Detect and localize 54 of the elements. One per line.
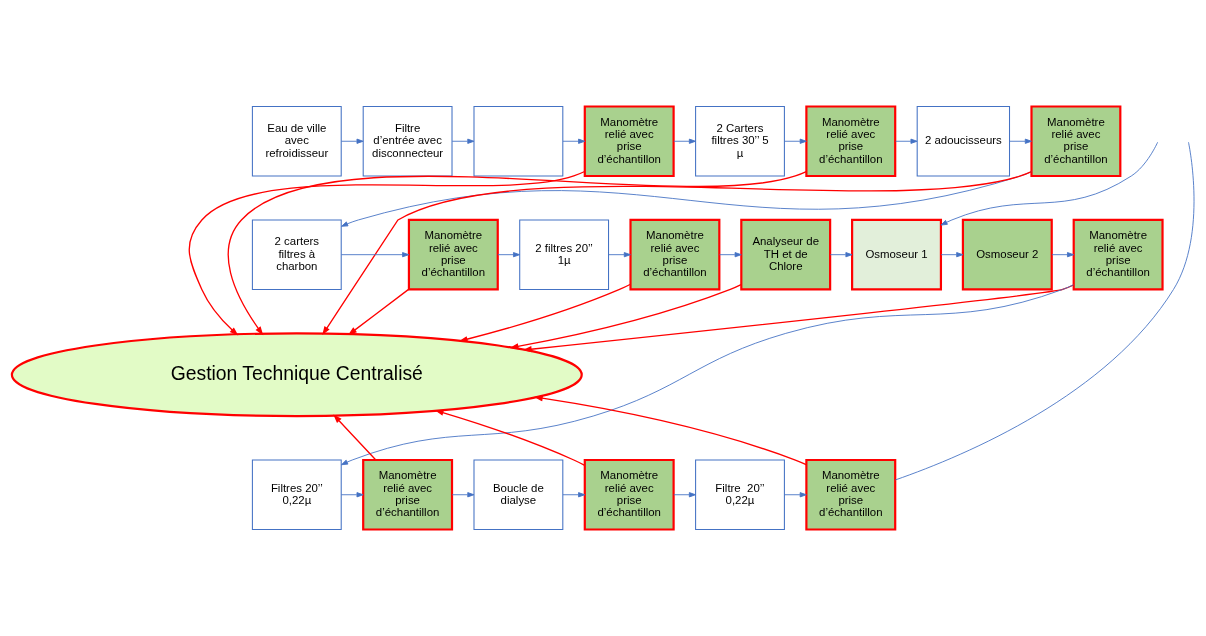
arrow	[562, 492, 586, 498]
node-box: Filtre d’entrée avec disconnecteur	[362, 106, 453, 177]
node-box: Eau de ville avec refroidisseur	[251, 106, 342, 177]
arrow	[188, 170, 586, 336]
node-box: 2 Carters filtres 30’’ 5 µ	[695, 106, 785, 177]
arrow	[522, 284, 1075, 353]
node-box: Manomètre relié avec prise d’échantillon	[407, 218, 499, 291]
arrow	[451, 138, 475, 144]
node-box: Manomètre relié avec prise d’échantillon	[805, 458, 897, 531]
node-box: Analyseur de TH et de Chlore	[740, 218, 832, 291]
node-box: Osmoseur 1	[851, 218, 943, 291]
arrow	[1051, 252, 1075, 258]
arrow	[348, 288, 410, 336]
arrow	[608, 252, 631, 258]
arrow	[333, 414, 377, 461]
arrow	[1009, 138, 1032, 144]
arrow	[784, 138, 807, 144]
node-box: Manomètre relié avec prise d’échantillon	[362, 458, 454, 531]
arrow	[673, 138, 696, 144]
arrow	[434, 409, 586, 466]
arrow	[533, 395, 807, 466]
arrow	[322, 171, 1033, 336]
arrow	[458, 283, 632, 343]
node-box: Filtre 20’’ 0,22µ	[695, 459, 785, 530]
node-box	[473, 106, 564, 177]
node-box: Manomètre relié avec prise d’échantillon	[583, 105, 675, 178]
arrow	[509, 284, 742, 350]
node-box: Manomètre relié avec prise d’échantillon	[1030, 105, 1122, 178]
arrow	[829, 252, 853, 258]
node-box: Boucle de dialyse	[473, 459, 564, 530]
node-box: Osmoseur 2	[961, 218, 1053, 291]
arrow	[940, 252, 964, 258]
node-box: Filtres 20’’ 0,22µ	[251, 459, 342, 530]
arrow	[227, 171, 807, 336]
node-box: 2 adoucisseurs	[916, 106, 1011, 177]
arrow	[497, 252, 521, 258]
node-box: 2 carters filtres à charbon	[251, 219, 342, 290]
node-box: 2 filtres 20’’ 1µ	[519, 219, 610, 290]
node-box: Manomètre relié avec prise d’échantillon	[583, 458, 675, 531]
arrow	[719, 252, 742, 258]
arrow	[562, 138, 586, 144]
arrow	[451, 492, 475, 498]
arrow	[895, 138, 918, 144]
arrow	[340, 492, 364, 498]
arrow	[341, 252, 410, 258]
node-box: Manomètre relié avec prise d’échantillon	[629, 218, 721, 291]
node-box: Manomètre relié avec prise d’échantillon	[1072, 218, 1164, 291]
arrow	[673, 492, 696, 498]
arrow	[784, 492, 807, 498]
connector	[895, 141, 1195, 481]
arrow	[341, 284, 1074, 466]
arrow	[340, 138, 364, 144]
arrow	[940, 141, 1159, 226]
node-box: Manomètre relié avec prise d’échantillon	[805, 105, 897, 178]
